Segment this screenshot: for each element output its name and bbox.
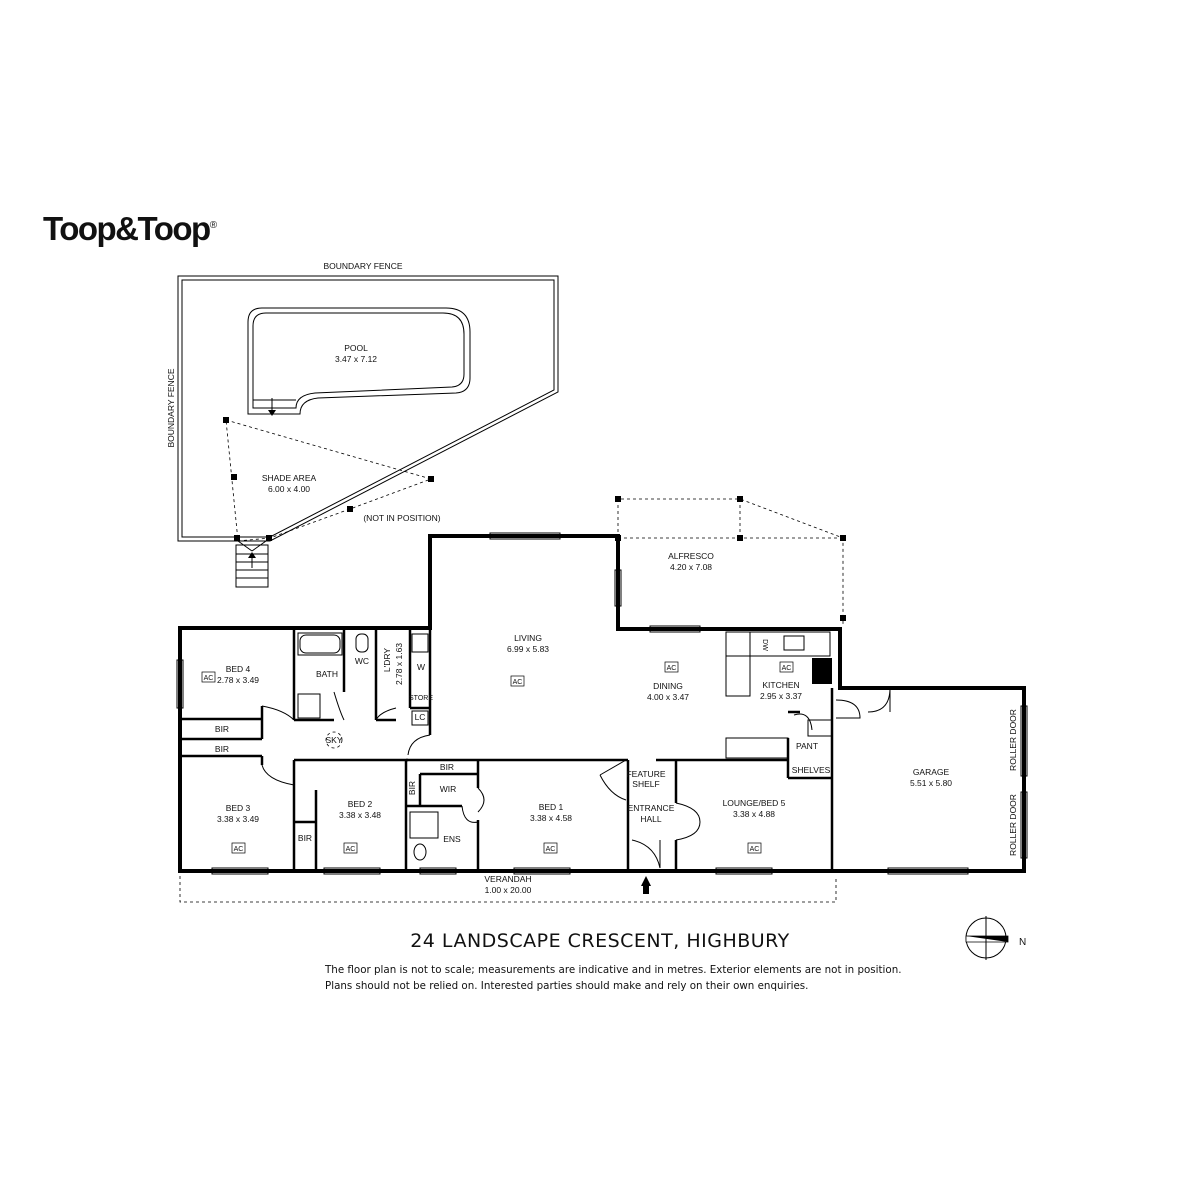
skylight-label: SKY: [325, 735, 342, 745]
svg-text:AC: AC: [234, 846, 244, 853]
roller-door-label-1: ROLLER DOOR: [1008, 709, 1018, 771]
bed3-dimensions: 3.38 x 3.49: [217, 814, 259, 824]
skylight-icon: [325, 731, 343, 749]
svg-text:AC: AC: [204, 675, 214, 682]
pool-outline: [247, 307, 471, 416]
compass-icon: [965, 916, 1009, 960]
ac-marker: AC: [231, 842, 246, 854]
kitchen-label: KITCHEN: [762, 680, 799, 690]
pool-dimensions: 3.47 x 7.12: [335, 354, 377, 364]
bed4-dimensions: 2.78 x 3.49: [217, 675, 259, 685]
boundary-fence-top-label: BOUNDARY FENCE: [323, 261, 402, 271]
lounge-label: LOUNGE/BED 5: [723, 798, 786, 808]
alfresco-label: ALFRESCO: [668, 551, 714, 561]
shade-area-label: SHADE AREA: [262, 473, 317, 483]
bed1-dimensions: 3.38 x 4.58: [530, 813, 572, 823]
ac-marker: AC: [543, 842, 558, 854]
dining-label: DINING: [653, 681, 683, 691]
disclaimer-line-1: The floor plan is not to scale; measurem…: [325, 964, 902, 976]
living-dimensions: 6.99 x 5.83: [507, 644, 549, 654]
side-bir-label: BIR: [407, 781, 417, 795]
entrance-label: ENTRANCE: [628, 803, 675, 813]
svg-text:AC: AC: [346, 846, 356, 853]
verandah-outline: [179, 876, 837, 903]
store-label: STORE: [409, 695, 433, 702]
linen-cupboard-box: [411, 710, 429, 726]
ac-marker: AC: [510, 675, 525, 687]
ac-markers: AC AC AC AC AC AC AC AC: [201, 661, 794, 854]
svg-text:AC: AC: [782, 665, 792, 672]
bed1-label: BED 1: [539, 802, 564, 812]
ensuite-label: ENS: [443, 834, 461, 844]
laundry-label: L'DRY: [382, 648, 392, 672]
ac-marker: AC: [747, 842, 762, 854]
brand-name: Toop&Toop: [43, 210, 211, 247]
windows: [176, 532, 1028, 875]
disclaimer-line-2: Plans should not be relied on. Intereste…: [325, 980, 809, 992]
fixtures: [297, 631, 833, 861]
lounge-dimensions: 3.38 x 4.88: [733, 809, 775, 819]
brand-logo: Toop&Toop®: [43, 210, 217, 248]
ac-marker: AC: [343, 842, 358, 854]
shade-area-dimensions: 6.00 x 4.00: [268, 484, 310, 494]
shelves-label: SHELVES: [792, 765, 831, 775]
alfresco-dimensions: 4.20 x 7.08: [670, 562, 712, 572]
boundary-fence-side-label: BOUNDARY FENCE: [166, 368, 176, 447]
alfresco-outline: [615, 496, 846, 624]
ac-marker: AC: [201, 671, 216, 683]
svg-text:AC: AC: [513, 679, 523, 686]
ac-marker: AC: [779, 661, 794, 673]
svg-text:AC: AC: [667, 665, 677, 672]
dining-dimensions: 4.00 x 3.47: [647, 692, 689, 702]
svg-text:AC: AC: [750, 846, 760, 853]
door-swings: [261, 687, 891, 869]
wir-label: WIR: [440, 784, 457, 794]
bed3-label: BED 3: [226, 803, 251, 813]
wir-bir-label: BIR: [440, 762, 454, 772]
bed4-label: BED 4: [226, 664, 251, 674]
exterior-walls: [178, 534, 1026, 873]
svg-text:AC: AC: [546, 846, 556, 853]
linen-cupboard-label: LC: [415, 712, 426, 722]
boundary-fence: [177, 275, 559, 542]
living-label: LIVING: [514, 633, 542, 643]
kitchen-dimensions: 2.95 x 3.37: [760, 691, 802, 701]
bed3-bir-label: BIR: [215, 744, 229, 754]
garage-dimensions: 5.51 x 5.80: [910, 778, 952, 788]
pantry-label: PANT: [796, 741, 818, 751]
bath-label: BATH: [316, 669, 338, 679]
property-address: 24 LANDSCAPE CRESCENT, HIGHBURY: [410, 930, 790, 952]
bed2-dimensions: 3.38 x 3.48: [339, 810, 381, 820]
laundry-dimensions: 2.78 x 1.63: [394, 643, 404, 685]
feature-shelf-label-2: SHELF: [632, 779, 659, 789]
garage-label: GARAGE: [913, 767, 950, 777]
washer-label: W: [417, 662, 425, 672]
feature-shelf-label-1: FEATURE: [626, 769, 665, 779]
bed2-bir-label: BIR: [298, 833, 312, 843]
verandah-label: VERANDAH: [484, 874, 531, 884]
shade-area-outline: [223, 417, 434, 542]
dishwasher-label: DW: [761, 639, 768, 651]
not-in-position-note: (NOT IN POSITION): [363, 513, 440, 523]
bed4-bir-label: BIR: [215, 724, 229, 734]
roller-door-label-2: ROLLER DOOR: [1008, 794, 1018, 856]
pool-label: POOL: [344, 343, 368, 353]
brand-registered-mark: ®: [209, 220, 218, 231]
wc-label: WC: [355, 656, 369, 666]
compass-north-label: N: [1019, 937, 1026, 948]
ac-marker: AC: [664, 661, 679, 673]
verandah-dimensions: 1.00 x 20.00: [485, 885, 532, 895]
hall-label: HALL: [640, 814, 662, 824]
bed2-label: BED 2: [348, 799, 373, 809]
interior-walls: [180, 628, 834, 871]
garden-steps: [235, 540, 269, 588]
